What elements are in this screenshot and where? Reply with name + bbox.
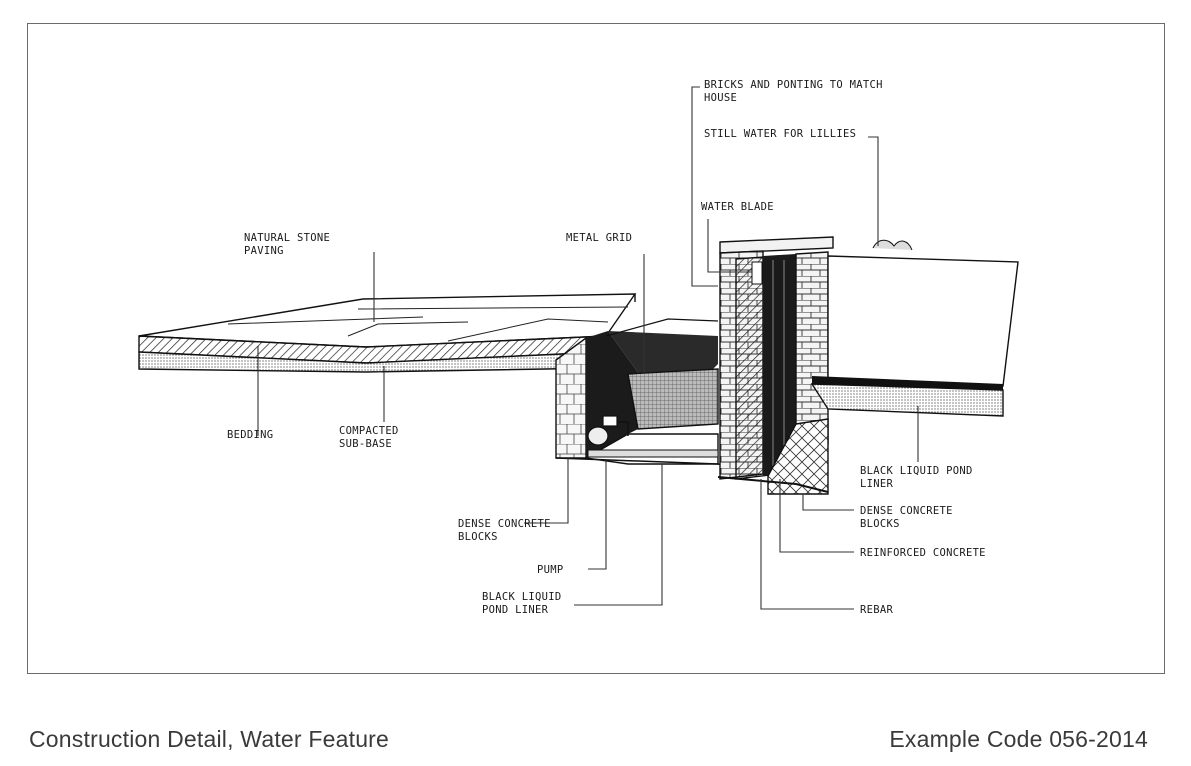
- label-still-water: STILL WATER FOR LILLIES: [704, 128, 856, 140]
- label-liner-right-line2: LINER: [860, 478, 893, 490]
- water-feature-section-drawing: BRICKS AND PONTING TO MATCH HOUSE STILL …: [138, 79, 1019, 616]
- caption-code: Example Code 056-2014: [889, 726, 1148, 752]
- label-water-blade: WATER BLADE: [701, 201, 774, 213]
- brick-wall: [719, 236, 834, 480]
- paving-slab: [138, 293, 637, 373]
- label-liner-left-line2: POND LINER: [482, 604, 549, 616]
- label-metal-grid: METAL GRID: [566, 232, 632, 244]
- label-dense-left-line2: BLOCKS: [458, 531, 498, 543]
- label-compacted-line2: SUB-BASE: [339, 438, 392, 450]
- label-dense-right-line1: DENSE CONCRETE: [860, 505, 953, 517]
- label-liner-right-line1: BLACK LIQUID POND: [860, 465, 973, 477]
- label-natural-stone-line2: PAVING: [244, 245, 284, 257]
- diagram-frame: BRICKS AND PONTING TO MATCH HOUSE STILL …: [27, 23, 1165, 674]
- annotations: BRICKS AND PONTING TO MATCH HOUSE STILL …: [227, 79, 986, 616]
- label-bricks-line1: BRICKS AND PONTING TO MATCH: [704, 79, 883, 91]
- lily-pond: [717, 239, 1019, 495]
- label-compacted-line1: COMPACTED: [339, 425, 399, 437]
- caption-title: Construction Detail, Water Feature: [29, 726, 390, 752]
- pump-unit: [587, 415, 629, 446]
- pump-chamber: [555, 318, 789, 475]
- label-bedding: BEDDING: [227, 429, 273, 441]
- label-reinforced-concrete: REINFORCED CONCRETE: [860, 547, 986, 559]
- leader-lines: [257, 86, 919, 610]
- label-dense-left-line1: DENSE CONCRETE: [458, 518, 551, 530]
- label-pump: PUMP: [537, 564, 564, 576]
- label-rebar: REBAR: [860, 604, 893, 616]
- label-natural-stone-line1: NATURAL STONE: [244, 232, 330, 244]
- label-dense-right-line2: BLOCKS: [860, 518, 900, 530]
- label-bricks-line2: HOUSE: [704, 92, 737, 104]
- label-liner-left-line1: BLACK LIQUID: [482, 591, 561, 603]
